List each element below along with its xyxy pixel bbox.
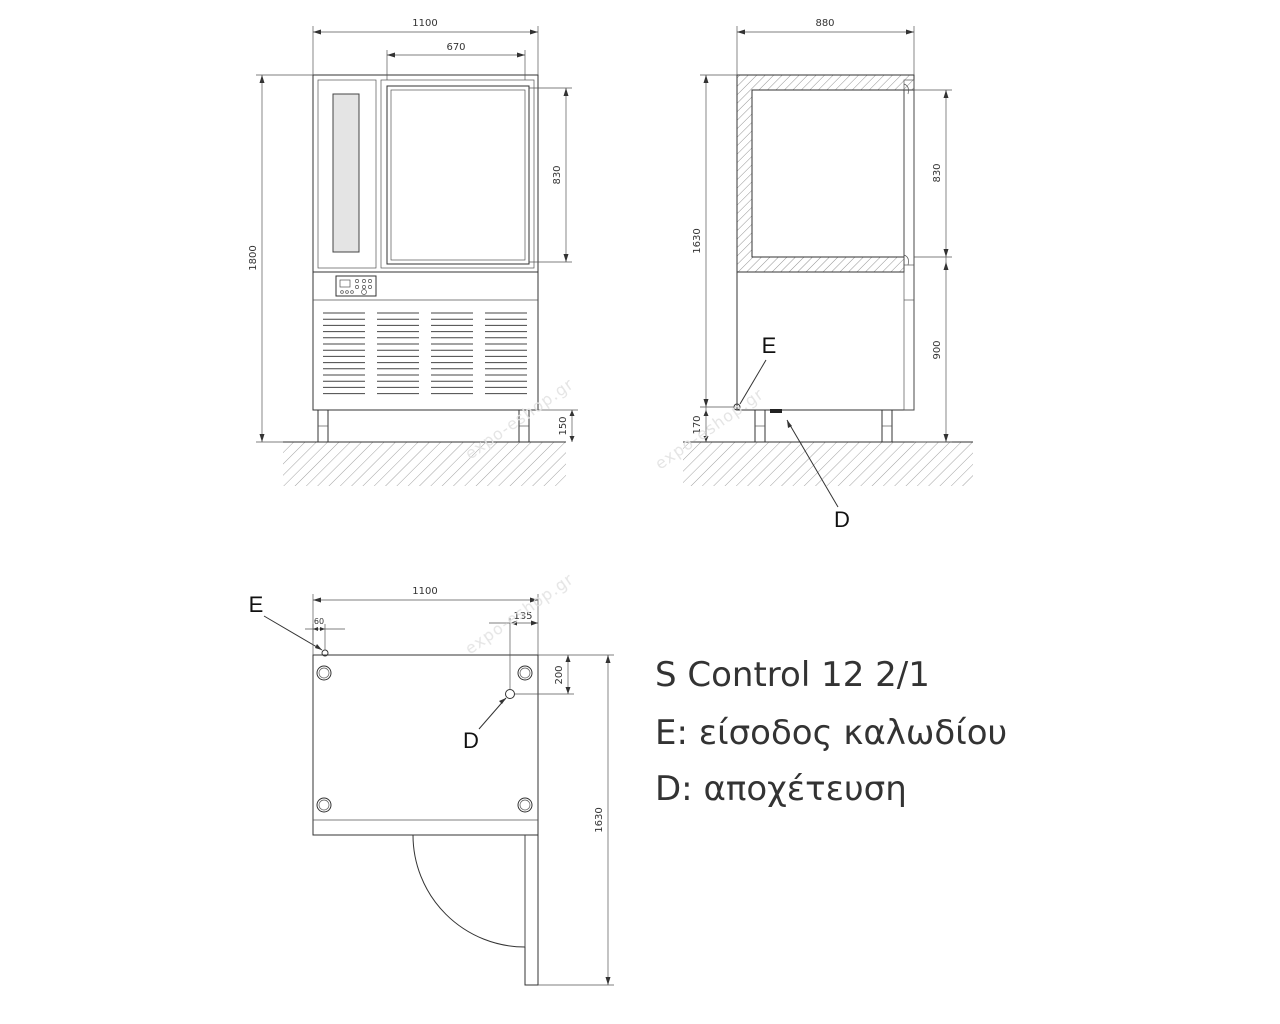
side-view: D E 880 830 900 1630 170 bbox=[683, 18, 973, 532]
control-panel bbox=[335, 275, 377, 297]
front-window bbox=[332, 93, 360, 253]
vent-grill bbox=[323, 312, 527, 395]
watermarks: expo-eshop.gr expo-eshop.gr expo-eshop.g… bbox=[461, 374, 767, 658]
side-marker-d: D bbox=[834, 507, 850, 532]
plan-drain bbox=[505, 689, 515, 699]
plan-d-offset-x-label: 135 bbox=[513, 611, 532, 622]
front-opening-width-label: 670 bbox=[446, 42, 465, 53]
side-drain bbox=[770, 409, 782, 413]
front-width-label: 1100 bbox=[412, 18, 437, 29]
legend-d: D: αποχέτευση bbox=[655, 769, 907, 809]
plan-door-open bbox=[524, 834, 539, 986]
plan-view: E D 1100 60 135 200 1630 bbox=[249, 586, 614, 986]
front-foot-height-label: 150 bbox=[558, 416, 569, 435]
front-ground bbox=[283, 442, 566, 486]
side-depth-label: 880 bbox=[815, 18, 834, 29]
plan-marker-e: E bbox=[249, 592, 264, 617]
side-lower-height-label: 900 bbox=[932, 340, 943, 359]
plan-footprint bbox=[312, 654, 539, 836]
plan-marker-d: D bbox=[463, 728, 479, 753]
plan-d-offset-y-label: 200 bbox=[554, 665, 565, 684]
front-cabinet-outline bbox=[312, 74, 539, 411]
plan-door-swing bbox=[412, 834, 526, 948]
side-insulation bbox=[736, 74, 915, 273]
side-ground bbox=[683, 442, 973, 486]
front-view: 1100 670 830 1800 150 bbox=[248, 18, 578, 486]
side-marker-e: E bbox=[762, 333, 777, 358]
front-opening bbox=[386, 85, 530, 265]
side-foot-height-label: 170 bbox=[692, 415, 703, 434]
legend-e: E: είσοδος καλωδίου bbox=[655, 713, 1007, 753]
front-opening-height-label: 830 bbox=[552, 165, 563, 184]
side-cabinet-outline bbox=[736, 74, 915, 411]
side-upper-height-label: 830 bbox=[932, 163, 943, 182]
watermark-3: expo-eshop.gr bbox=[461, 569, 577, 658]
side-body-height-label: 1630 bbox=[692, 228, 703, 253]
plan-e-offset-label: 60 bbox=[314, 617, 324, 626]
legend-model: S Control 12 2/1 bbox=[655, 655, 930, 695]
front-height-label: 1800 bbox=[248, 245, 259, 270]
plan-depth-label: 1630 bbox=[594, 807, 605, 832]
plan-width-label: 1100 bbox=[412, 586, 437, 597]
legend: S Control 12 2/1 E: είσοδος καλωδίου D: … bbox=[655, 655, 1007, 809]
